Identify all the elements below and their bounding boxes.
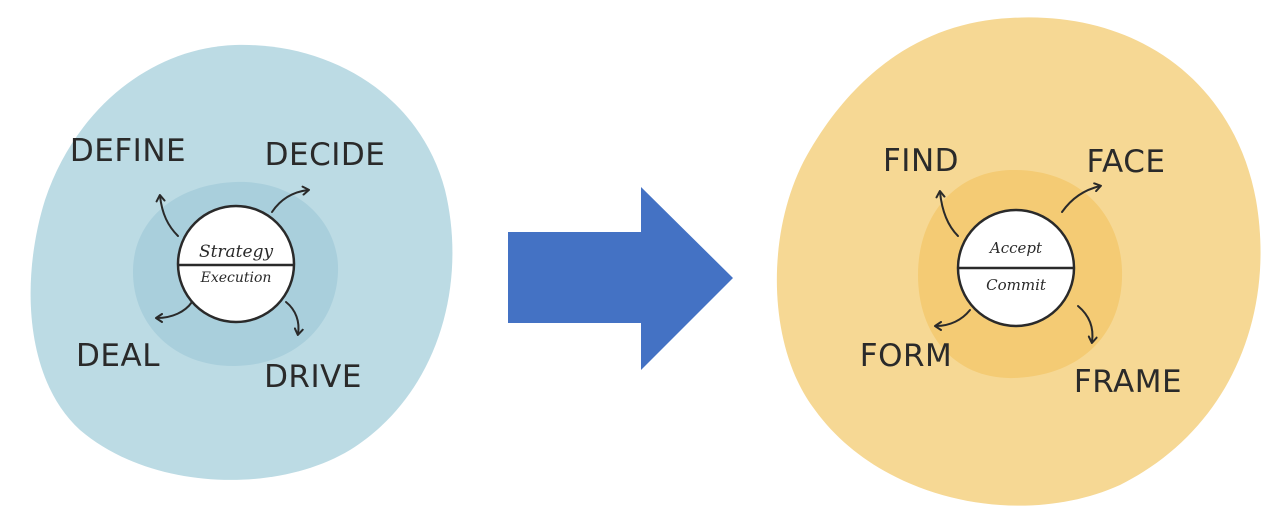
left-hub: Strategy Execution: [176, 204, 296, 324]
right-arrow-to-frame: [1077, 305, 1098, 344]
left-word-bottom-right: DRIVE: [264, 359, 362, 395]
right-word-bottom-left: FORM: [860, 338, 953, 374]
right-hub-top-label: Accept: [988, 239, 1043, 257]
right-arrow-to-find: [935, 190, 959, 237]
left-hub-top-label: Strategy: [199, 242, 274, 262]
right-cycle: Accept Commit FIND FACE FORM FRAME: [776, 17, 1261, 506]
left-word-top-right: DECIDE: [265, 137, 386, 173]
left-arrow-to-define: [155, 194, 179, 237]
left-cycle: Strategy Execution DEFINE DECIDE DEAL DR…: [30, 44, 453, 480]
right-word-top-right: FACE: [1087, 144, 1166, 180]
right-hub-bottom-label: Commit: [986, 276, 1047, 294]
left-word-bottom-left: DEAL: [76, 338, 160, 374]
arrow-right-icon: [508, 187, 733, 370]
left-arrow-to-decide: [271, 185, 310, 213]
right-arrow-to-form: [934, 309, 971, 331]
right-hub: Accept Commit: [956, 208, 1076, 328]
left-arrow-to-deal: [155, 301, 193, 323]
left-hub-bottom-label: Execution: [200, 270, 272, 286]
left-arrow-to-drive: [285, 301, 304, 336]
right-word-top-left: FIND: [883, 143, 959, 179]
right-arrow-to-face: [1061, 182, 1102, 213]
left-word-top-left: DEFINE: [70, 133, 186, 169]
right-word-bottom-right: FRAME: [1074, 364, 1182, 400]
